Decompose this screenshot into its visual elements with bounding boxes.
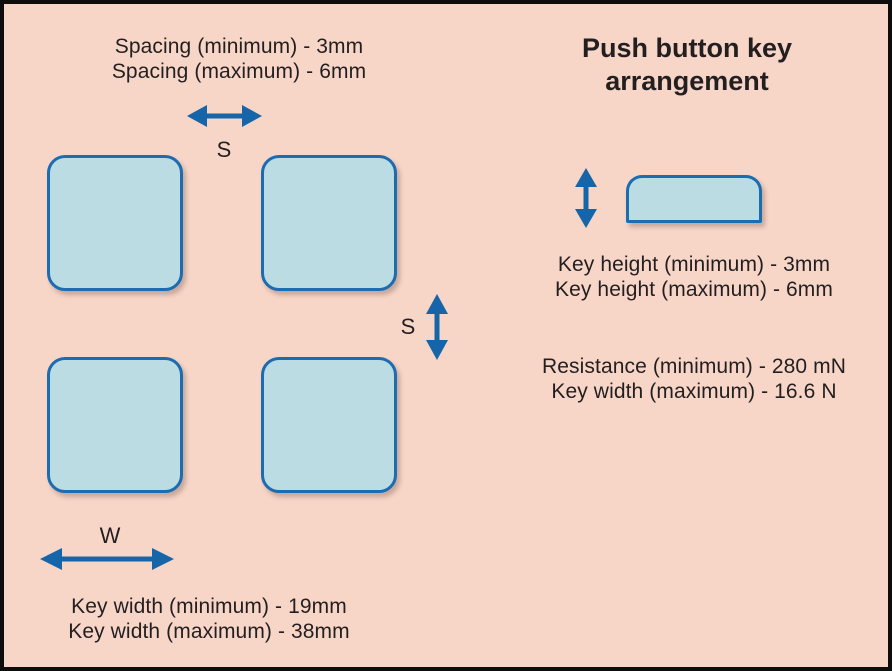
resistance-min-label: Resistance (minimum) - 280 mN	[542, 355, 846, 378]
key-height-min-label: Key height (minimum) - 3mm	[557, 253, 831, 276]
spacing-symbol-horizontal: S	[216, 137, 232, 162]
key-height-max-label: Key height (maximum) - 6mm	[555, 278, 833, 301]
key-bottom-right[interactable]	[261, 357, 397, 493]
key-width-min-label: Key width (minimum) - 19mm	[71, 595, 347, 618]
key-width-max-label: Key width (maximum) - 38mm	[68, 620, 350, 643]
spacing-min-label: Spacing (minimum) - 3mm	[114, 35, 364, 58]
vertical-spacing-arrow	[424, 294, 450, 360]
key-side-profile[interactable]	[626, 175, 762, 223]
spacing-max-label: Spacing (maximum) - 6mm	[111, 60, 367, 83]
key-height-arrow	[573, 168, 599, 228]
force-key-width-max-label: Key width (maximum) - 16.6 N	[551, 380, 837, 403]
diagram-title-line1: Push button key	[581, 33, 792, 63]
diagram-title-line2: arrangement	[605, 66, 769, 96]
key-top-left[interactable]	[47, 155, 183, 291]
key-width-arrow	[40, 546, 174, 572]
key-bottom-left[interactable]	[47, 357, 183, 493]
key-width-symbol: W	[99, 523, 121, 548]
spacing-symbol-vertical: S	[400, 314, 416, 339]
key-top-right[interactable]	[261, 155, 397, 291]
horizontal-spacing-arrow	[187, 103, 262, 129]
